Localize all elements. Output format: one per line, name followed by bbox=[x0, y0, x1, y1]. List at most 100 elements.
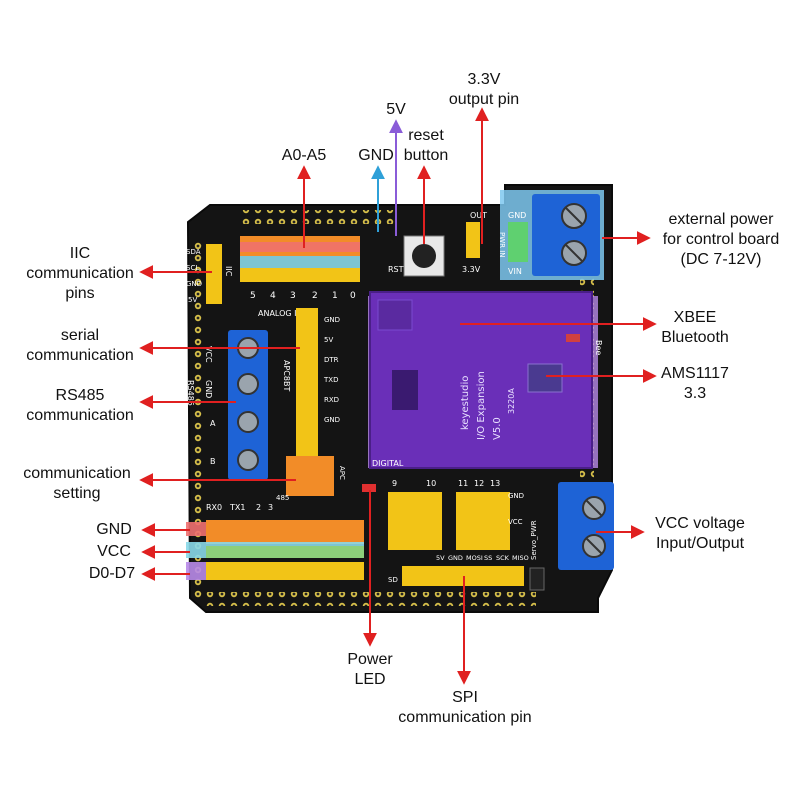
spi-pin-labels: MISO SCK SS MOSI GND 5V bbox=[436, 554, 529, 562]
reset-button-cap bbox=[412, 244, 436, 268]
svg-text:GND: GND bbox=[324, 316, 340, 324]
svg-text:keyestudio: keyestudio bbox=[460, 376, 471, 430]
label-spi: SPI communication pin bbox=[398, 689, 532, 726]
rs485-screw-3 bbox=[237, 411, 259, 433]
power-jumper bbox=[508, 222, 528, 262]
silk-3v3: 3.3V bbox=[462, 265, 481, 274]
label-a0a5: A0-A5 bbox=[281, 147, 327, 164]
svg-text:5: 5 bbox=[250, 291, 256, 301]
silk-gnd-right: GND bbox=[508, 492, 524, 500]
svg-text:V5.0: V5.0 bbox=[492, 417, 503, 440]
silk-apc-2: APC bbox=[338, 466, 346, 480]
silk-485: 485 bbox=[276, 494, 289, 502]
silk-rst: RST bbox=[388, 265, 404, 274]
servo-header-left bbox=[388, 492, 442, 550]
svg-text:I/O Expansion: I/O Expansion bbox=[476, 371, 487, 440]
svg-text:TXD: TXD bbox=[323, 376, 338, 384]
label-xbee: XBEE Bluetooth bbox=[661, 309, 729, 346]
rs485-screw-4 bbox=[237, 449, 259, 471]
iic-pin-header bbox=[206, 244, 222, 304]
silk-vin: VIN bbox=[508, 267, 522, 276]
label-serial: serial communication bbox=[26, 327, 134, 364]
svg-text:MOSI: MOSI bbox=[466, 554, 483, 562]
svg-text:MISO: MISO bbox=[512, 554, 529, 562]
xbee-chip-2 bbox=[392, 370, 418, 410]
upper-pin-numbers: 9 10 11 12 13 bbox=[392, 479, 500, 488]
svg-text:13: 13 bbox=[490, 479, 500, 488]
label-reset-button: reset button bbox=[403, 127, 449, 164]
svg-text:11: 11 bbox=[458, 479, 468, 488]
servo-header-right bbox=[456, 492, 510, 550]
label-3v3-output: 3.3V output pin bbox=[448, 71, 520, 108]
ams1117-chip bbox=[527, 363, 563, 393]
silk-gnd: GND bbox=[508, 211, 526, 220]
svg-text:SS: SS bbox=[484, 554, 492, 562]
silk-analog-in: ANALOG IN bbox=[258, 309, 303, 318]
svg-text:9: 9 bbox=[392, 479, 397, 488]
label-external-power: external power for control board (DC 7-1… bbox=[662, 211, 780, 268]
label-power-led: Power LED bbox=[347, 651, 393, 688]
analog-band-yellow bbox=[240, 268, 360, 282]
analog-band-cyan bbox=[240, 256, 360, 268]
rs485-pin-labels: VCC GND A B bbox=[204, 346, 216, 466]
silk-rs485: RS485 bbox=[186, 380, 195, 406]
serial-pin-labels: GND 5V DTR TXD RXD GND bbox=[323, 316, 340, 424]
svg-text:GND: GND bbox=[324, 416, 340, 424]
left-holes bbox=[190, 240, 204, 600]
vcc-terminal bbox=[558, 482, 614, 570]
label-5v: 5V bbox=[386, 101, 406, 118]
digital-pins-orange bbox=[206, 520, 364, 544]
label-comm-setting: communication setting bbox=[23, 465, 131, 502]
svg-text:GND: GND bbox=[204, 380, 213, 398]
silk-apc8bt: APC8BT bbox=[282, 360, 291, 391]
rs485-screw-2 bbox=[237, 373, 259, 395]
silk-tx1: TX1 bbox=[229, 503, 245, 512]
svg-text:0: 0 bbox=[350, 291, 356, 301]
svg-text:3: 3 bbox=[290, 291, 296, 301]
analog-band-red bbox=[240, 242, 360, 252]
analog-numbers: 5 4 3 2 1 0 bbox=[250, 291, 356, 301]
sd-component bbox=[529, 567, 545, 591]
label-gnd-top: GND bbox=[358, 147, 394, 164]
silk-sda: SDA bbox=[186, 248, 201, 256]
silk-vcc: VCC bbox=[508, 518, 523, 526]
label-d0d7: D0-D7 bbox=[88, 565, 136, 582]
silk-d3: 3 bbox=[268, 503, 273, 512]
svg-text:10: 10 bbox=[426, 479, 436, 488]
svg-text:2: 2 bbox=[312, 291, 318, 301]
xbee-chip-1 bbox=[377, 299, 413, 331]
comm-setting-jumpers bbox=[286, 456, 334, 496]
digital-pins-green bbox=[206, 546, 364, 558]
label-vcc: VCC bbox=[97, 543, 131, 560]
silk-out: OUT bbox=[470, 211, 487, 220]
svg-text:4: 4 bbox=[270, 291, 276, 301]
serial-pin-header bbox=[296, 308, 318, 458]
svg-text:RXD: RXD bbox=[324, 396, 339, 404]
svg-text:1: 1 bbox=[332, 291, 338, 301]
svg-text:5V: 5V bbox=[436, 554, 445, 562]
svg-text:GND: GND bbox=[448, 554, 463, 562]
power-led bbox=[362, 484, 376, 492]
label-gnd: GND bbox=[96, 521, 132, 538]
svg-text:DTR: DTR bbox=[324, 356, 339, 364]
silk-iic-5v: 5V bbox=[188, 296, 197, 304]
rs485-terminal bbox=[228, 330, 268, 480]
svg-text:SCK: SCK bbox=[496, 554, 510, 562]
top-header-holes bbox=[238, 210, 398, 224]
v33-pin-header bbox=[466, 222, 480, 258]
silk-sd: SD bbox=[388, 576, 398, 584]
label-iic: IIC communication pins bbox=[26, 245, 134, 302]
svg-text:5V: 5V bbox=[324, 336, 333, 344]
digital-pins-yellow bbox=[206, 562, 364, 580]
silk-servo-pwr: Servo_PWR bbox=[530, 520, 538, 560]
svg-text:3220A: 3220A bbox=[507, 388, 516, 414]
silk-iic-gnd: GND bbox=[186, 280, 202, 288]
label-rs485: RS485 communication bbox=[26, 387, 134, 424]
silk-digital: DIGITAL bbox=[372, 459, 404, 468]
svg-text:A: A bbox=[210, 419, 216, 428]
xbee-module-text: keyestudio I/O Expansion V5.0 3220A bbox=[460, 371, 516, 440]
silk-scl: SCL bbox=[186, 264, 199, 272]
silk-pwr-in: PWR IN bbox=[498, 232, 506, 258]
xbee-led bbox=[566, 334, 580, 342]
